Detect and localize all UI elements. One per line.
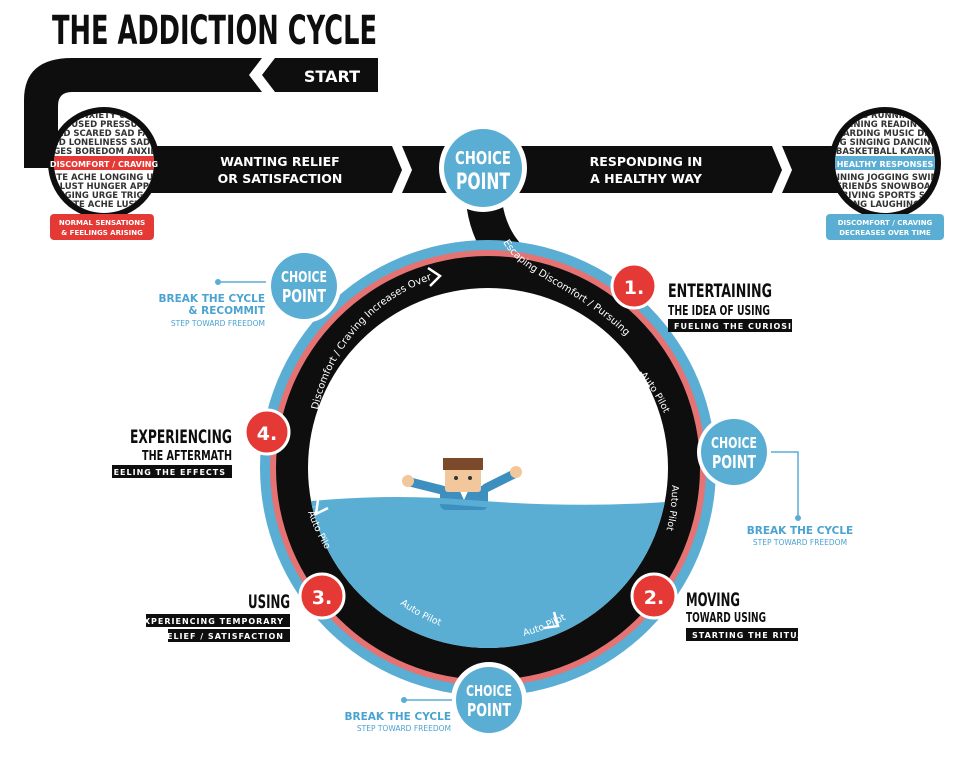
start-label: START: [304, 67, 360, 86]
left-words-row: ABUSED PRESSURE: [58, 120, 150, 130]
normal-sensations-caption: & FEELINGS ARISING: [61, 229, 143, 237]
choice-word2: POINT: [282, 286, 326, 307]
stage-2-tag: STARTING THE RITUAL: [692, 631, 811, 640]
healthy-responses-label: HEALTHY RESPONSES: [837, 160, 934, 169]
stage-1-title: ENTERTAINING: [668, 280, 772, 302]
stage-1-tag: FUELING THE CURIOSITY: [674, 322, 805, 331]
discomfort-craving-label: DISCOMFORT / CRAVING: [50, 160, 158, 169]
wanting-relief-line2: OR SATISFACTION: [218, 171, 343, 186]
left-words-row: LONGING URGE TRIGGER: [45, 191, 163, 201]
stage-2-number: 2.: [644, 587, 664, 609]
cycle-ring: Escaping Discomfort / Pursuing Craving D…: [260, 240, 716, 696]
stage-4-number: 4.: [257, 423, 277, 445]
choice-word1: CHOICE: [711, 434, 757, 452]
left-words-row: URGES BOREDOM ANXIETY: [40, 147, 169, 157]
responding-line2: A HEALTHY WAY: [590, 171, 703, 186]
stage-1-marker: 1.: [610, 262, 658, 310]
right-words-row: ROARDING MUSIC DRIV: [829, 129, 941, 139]
step-toward-freedom: STEP TOWARD FREEDOM: [171, 319, 265, 328]
right-words-row: RUNNING READING HI: [833, 120, 937, 130]
step-toward-freedom: STEP TOWARD FREEDOM: [753, 538, 847, 547]
stage-4-text: EXPERIENCING THE AFTERMATH FEELING THE E…: [107, 426, 232, 478]
choice-point-top: CHOICE POINT: [439, 124, 527, 212]
right-words-row: BASKETBALL KAYAKI: [836, 147, 934, 157]
choice-word2: POINT: [467, 700, 511, 721]
choice-point-right: CHOICE POINT BREAK THE CYCLE STEP TOWARD…: [697, 415, 853, 547]
left-words-row: ER LUST HUNGER APPETI: [44, 182, 163, 192]
stage-1-text: ENTERTAINING THE IDEA OF USING FUELING T…: [668, 280, 805, 332]
stage-4-tag: FEELING THE EFFECTS: [107, 468, 226, 477]
stage-2-subtitle: TOWARD USING: [686, 611, 766, 626]
right-words-row: NG SINGING DANCING: [833, 138, 938, 148]
right-words-row: H FRIENDS SNOWBOARD: [826, 182, 944, 192]
ring-arrow-icon: [314, 499, 329, 517]
choice-point-top-word2: POINT: [456, 170, 510, 195]
left-words-row: SAD SCARED SAD FAIL: [51, 129, 158, 139]
choice-word1: CHOICE: [281, 268, 327, 286]
left-words-row: AND LONELINESS SADNE: [45, 138, 163, 148]
decreases-caption: DISCOMFORT / CRAVING: [838, 219, 933, 227]
ring-arrow-icon: [635, 371, 650, 394]
stage-2-text: MOVING TOWARD USING STARTING THE RITUAL: [686, 589, 811, 641]
stage-3-number: 3.: [312, 587, 332, 609]
step-toward-freedom: STEP TOWARD FREEDOM: [357, 724, 451, 733]
right-words-row: NG RUNNING: [854, 111, 916, 121]
stage-4-title: EXPERIENCING: [130, 426, 232, 448]
choice-word1: CHOICE: [466, 682, 512, 700]
right-words-row: ING LAUGHING: [850, 200, 920, 210]
stage-4-subtitle: THE AFTERMATH: [142, 449, 232, 464]
decreases-caption: DECREASES OVER TIME: [839, 229, 931, 237]
ring-arrow-icon: [543, 611, 560, 630]
break-cycle-caption: BREAK THE CYCLE: [345, 711, 451, 723]
left-words-row: PETITE ACHE LONGING URGE: [35, 173, 172, 183]
normal-sensations-caption: NORMAL SENSATIONS: [59, 219, 145, 227]
right-words-row: RUNNING JOGGING SWIMMI: [819, 173, 950, 183]
drowning-person-icon: [308, 458, 668, 511]
start-hook: START: [24, 58, 378, 168]
stage-1-number: 1.: [624, 277, 644, 299]
stage-3-title: USING: [248, 591, 290, 613]
stage-3-text: USING EXPERIENCING TEMPORARY RELIEF / SA…: [137, 591, 290, 642]
stage-3-marker: 3.: [298, 572, 346, 620]
stage-2-title: MOVING: [686, 589, 740, 611]
left-words-row: ANXIETY UN: [75, 111, 133, 121]
discomfort-badge: ANXIETY UN ABUSED PRESSURE SAD SCARED SA…: [35, 107, 172, 240]
page-title: THE ADDICTION CYCLE: [52, 8, 377, 54]
choice-word2: POINT: [712, 452, 756, 473]
stage-4-marker: 4.: [243, 408, 291, 456]
responding-line1: RESPONDING IN: [590, 154, 703, 169]
break-cycle-caption: & RECOMMIT: [188, 305, 266, 317]
stage-3-tag: EXPERIENCING TEMPORARY: [137, 617, 284, 626]
wanting-relief-line1: WANTING RELIEF: [220, 154, 339, 169]
choice-point-recommit: CHOICE POINT BREAK THE CYCLE & RECOMMIT …: [159, 249, 341, 328]
healthy-responses-badge: NG RUNNING RUNNING READING HI ROARDING M…: [819, 107, 950, 240]
water: [308, 497, 668, 648]
stage-2-marker: 2.: [630, 572, 678, 620]
choice-point-top-word1: CHOICE: [455, 148, 511, 169]
stage-3-tag: RELIEF / SATISFACTION: [160, 632, 284, 641]
right-words-row: DRIVING SPORTS SIN: [835, 191, 936, 201]
left-words-row: PETITE ACHE LUST LO: [52, 200, 156, 210]
break-cycle-caption: BREAK THE CYCLE: [747, 525, 853, 537]
stage-1-subtitle: THE IDEA OF USING: [668, 304, 770, 319]
ring-arrow-icon: [427, 266, 442, 287]
choice-point-bottom: CHOICE POINT BREAK THE CYCLE STEP TOWARD…: [345, 662, 527, 738]
break-cycle-caption: BREAK THE CYCLE: [159, 293, 265, 305]
